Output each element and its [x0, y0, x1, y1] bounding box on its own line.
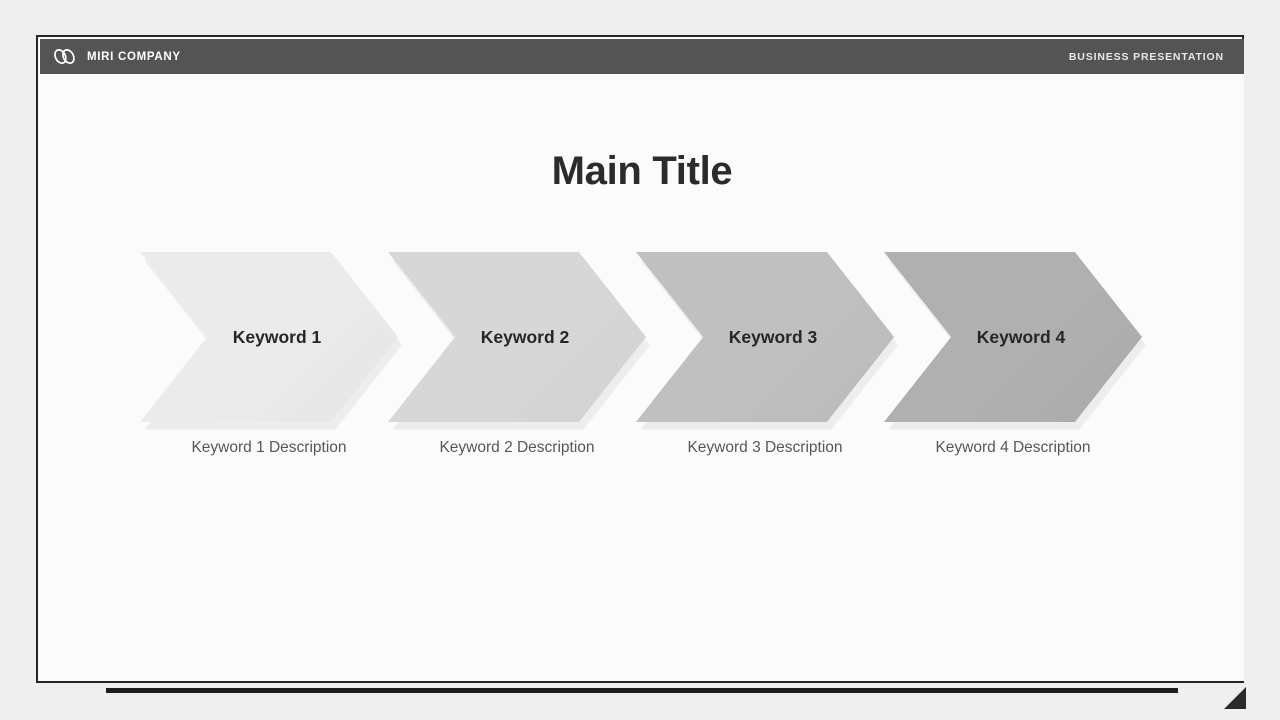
header-subtitle: BUSINESS PRESENTATION: [1068, 50, 1224, 63]
process-step-description-3: Keyword 3 Description: [687, 439, 843, 456]
brand-name: MIRI COMPANY: [87, 50, 181, 63]
corner-fold-decoration: [1224, 687, 1246, 709]
double-oval-logo-icon: [54, 49, 75, 64]
brand-group[interactable]: MIRI COMPANY: [52, 48, 181, 65]
chevron-label-4: Keyword 4: [976, 326, 1066, 347]
process-chevron-row: Keyword 1 Keyword 2 Keyword 3 Keyword 4: [140, 252, 1150, 430]
chevron-label-2: Keyword 2: [480, 326, 570, 347]
process-step-description-2: Keyword 2 Description: [439, 439, 595, 456]
chevron-label-1: Keyword 1: [232, 326, 322, 347]
page-title: Main Title: [551, 149, 733, 193]
bottom-accent-bar: [106, 688, 1178, 693]
process-step-description-4: Keyword 4 Description: [935, 439, 1091, 456]
process-step-3[interactable]: Keyword 3: [636, 252, 898, 430]
chevron-label-3: Keyword 3: [728, 326, 818, 347]
process-step-4[interactable]: Keyword 4: [884, 252, 1146, 430]
process-step-2[interactable]: Keyword 2: [388, 252, 650, 430]
presentation-slide: MIRI COMPANY BUSINESS PRESENTATION Main …: [36, 35, 1246, 709]
process-step-1[interactable]: Keyword 1: [140, 252, 402, 430]
process-description-row: Keyword 1 Description Keyword 2 Descripti…: [140, 439, 1150, 469]
slide-header-bar: MIRI COMPANY BUSINESS PRESENTATION: [40, 39, 1244, 74]
process-step-description-1: Keyword 1 Description: [191, 439, 347, 456]
